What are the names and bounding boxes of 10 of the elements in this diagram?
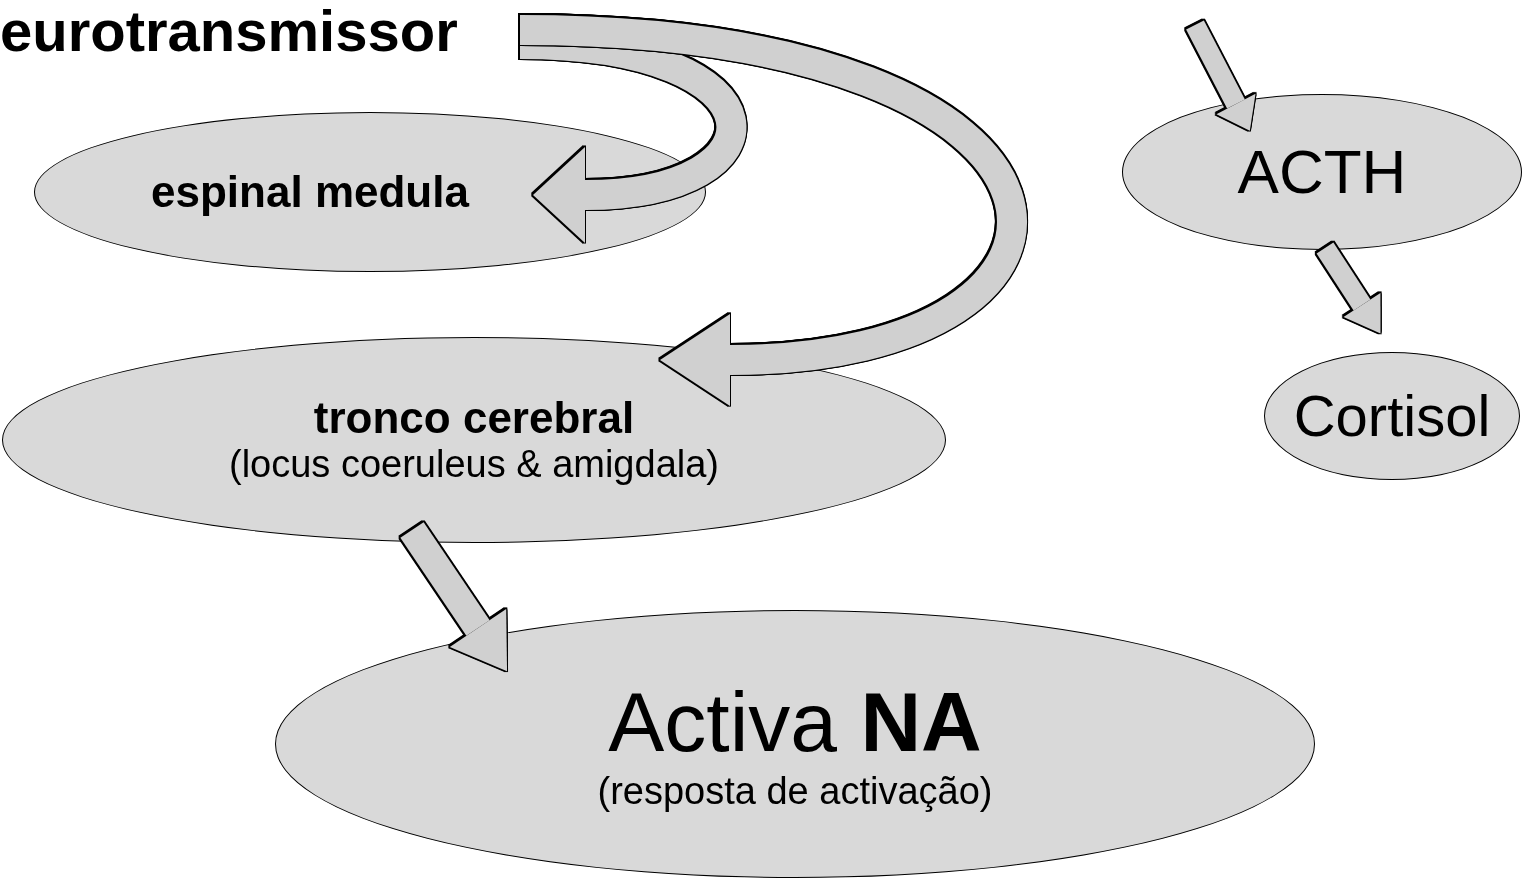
node-label: Activa NA <box>608 673 982 771</box>
node-label: espinal medula <box>151 166 469 218</box>
node-label: tronco cerebral <box>313 392 635 444</box>
node-sublabel: (locus coeruleus & amigdala) <box>229 443 719 488</box>
node-label: ACTH <box>1237 136 1407 208</box>
node-sublabel: (resposta de activação) <box>597 770 993 815</box>
curved-block-arrow <box>519 15 1026 406</box>
node-label: Cortisol <box>1293 382 1491 450</box>
node-label: eurotransmissor <box>0 0 458 65</box>
block-arrow <box>1186 20 1256 131</box>
